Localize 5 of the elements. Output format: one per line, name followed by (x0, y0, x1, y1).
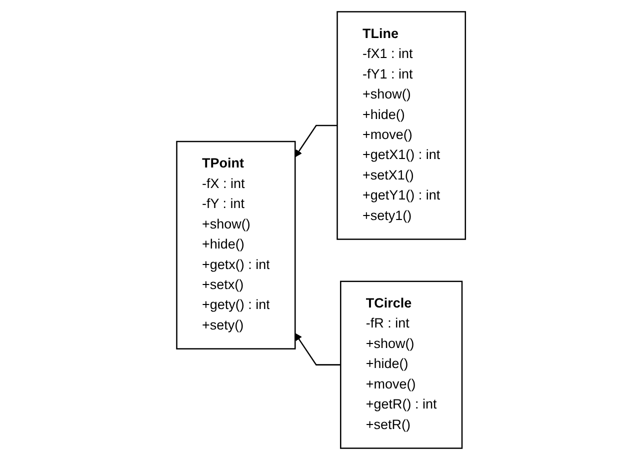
node-box: TPoint -fX : int -fY : int +show() +hide() +getx() : int +setx() +gety() : int +sety() (176, 140, 296, 350)
arrow (294, 333, 341, 366)
node-box: TLine -fX1 : int -fY1 : int +show() +hide() +move() +getX1() : int +setX1() +getY1() : int +sety1() (336, 11, 466, 240)
node-box: TCircle -fR : int +show() +hide() +move() +getR() : int +setR() (340, 280, 463, 449)
arrow (294, 124, 338, 158)
